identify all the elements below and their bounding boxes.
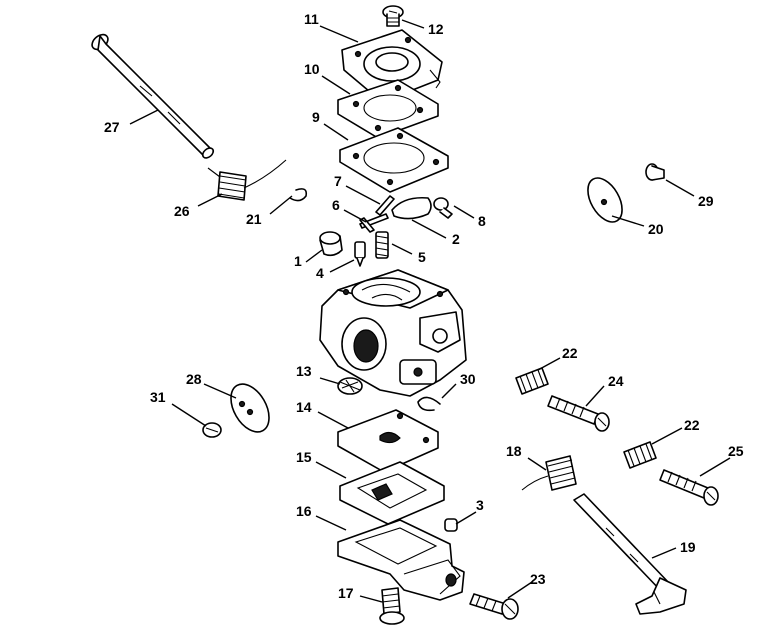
part-19-choke-shaft [573,493,687,615]
callout-21: 21 [246,211,262,227]
callout-24: 24 [608,373,624,389]
callout-5: 5 [418,249,426,265]
part-31-screw [202,422,222,438]
part-18-torsion-spring [521,455,577,491]
part-27-throttle-shaft [91,33,215,159]
callout-25: 25 [728,443,744,459]
callout-10: 10 [304,61,320,77]
callout-7: 7 [334,173,342,189]
callout-22-upper: 22 [562,345,578,361]
part-15-gasket [339,461,445,525]
callout-13: 13 [296,363,312,379]
part-8-screw [433,197,453,219]
part-22-spring-lower [623,441,657,469]
callout-27: 27 [104,119,120,135]
part-22-spring-upper [515,367,549,395]
callout-19: 19 [680,539,696,555]
part-13-strainer [337,377,363,395]
leader-lines [129,19,731,603]
part-11-pump-cover [341,29,443,103]
part-4-inlet-needle [354,241,366,267]
part-14-metering-diaphragm [337,409,439,473]
part-20-throttle-shutter [587,177,623,223]
part-12-screw [382,5,404,27]
callout-3: 3 [476,497,484,513]
part-24-adjusting-screw [547,395,610,432]
callout-1: 1 [294,253,302,269]
callout-23: 23 [530,571,546,587]
callout-17: 17 [338,585,354,601]
part-29-screw [645,163,665,181]
part-17-screw [379,587,405,625]
part-6-lever [359,213,389,233]
part-9-gasket [339,127,449,193]
callout-11: 11 [304,11,319,27]
callout-16: 16 [296,503,312,519]
part-1-cap [319,231,343,257]
callout-12: 12 [428,21,444,37]
callout-2: 2 [452,231,460,247]
part-10-pump-diaphragm [337,79,439,139]
part-2-control-lever [391,196,432,220]
callout-8: 8 [478,213,486,229]
callout-15: 15 [296,449,312,465]
part-26-torsion-spring [207,159,287,201]
callout-22-lower: 22 [684,417,700,433]
callout-30: 30 [460,371,476,387]
callout-14: 14 [296,399,312,415]
carburetor-body [319,269,467,397]
callout-29: 29 [698,193,714,209]
part-21-circlip [289,188,308,202]
part-30-circlip [417,396,441,412]
callout-20: 20 [648,221,664,237]
callout-6: 6 [332,197,340,213]
callout-31: 31 [150,389,166,405]
callout-4: 4 [316,265,324,281]
part-16-end-cover [337,519,465,601]
part-3-plug [444,518,458,532]
part-23-screw [469,593,519,620]
callout-26: 26 [174,203,190,219]
part-28-choke-shutter [230,383,270,433]
callout-18: 18 [506,443,522,459]
callout-9: 9 [312,109,320,125]
part-7-pin [375,195,395,216]
callout-28: 28 [186,371,202,387]
part-5-spring [375,231,389,259]
part-25-adjusting-screw [659,469,719,506]
callout-numbers: 11 12 10 9 7 6 8 2 5 1 4 27 26 21 20 29 … [104,11,744,601]
